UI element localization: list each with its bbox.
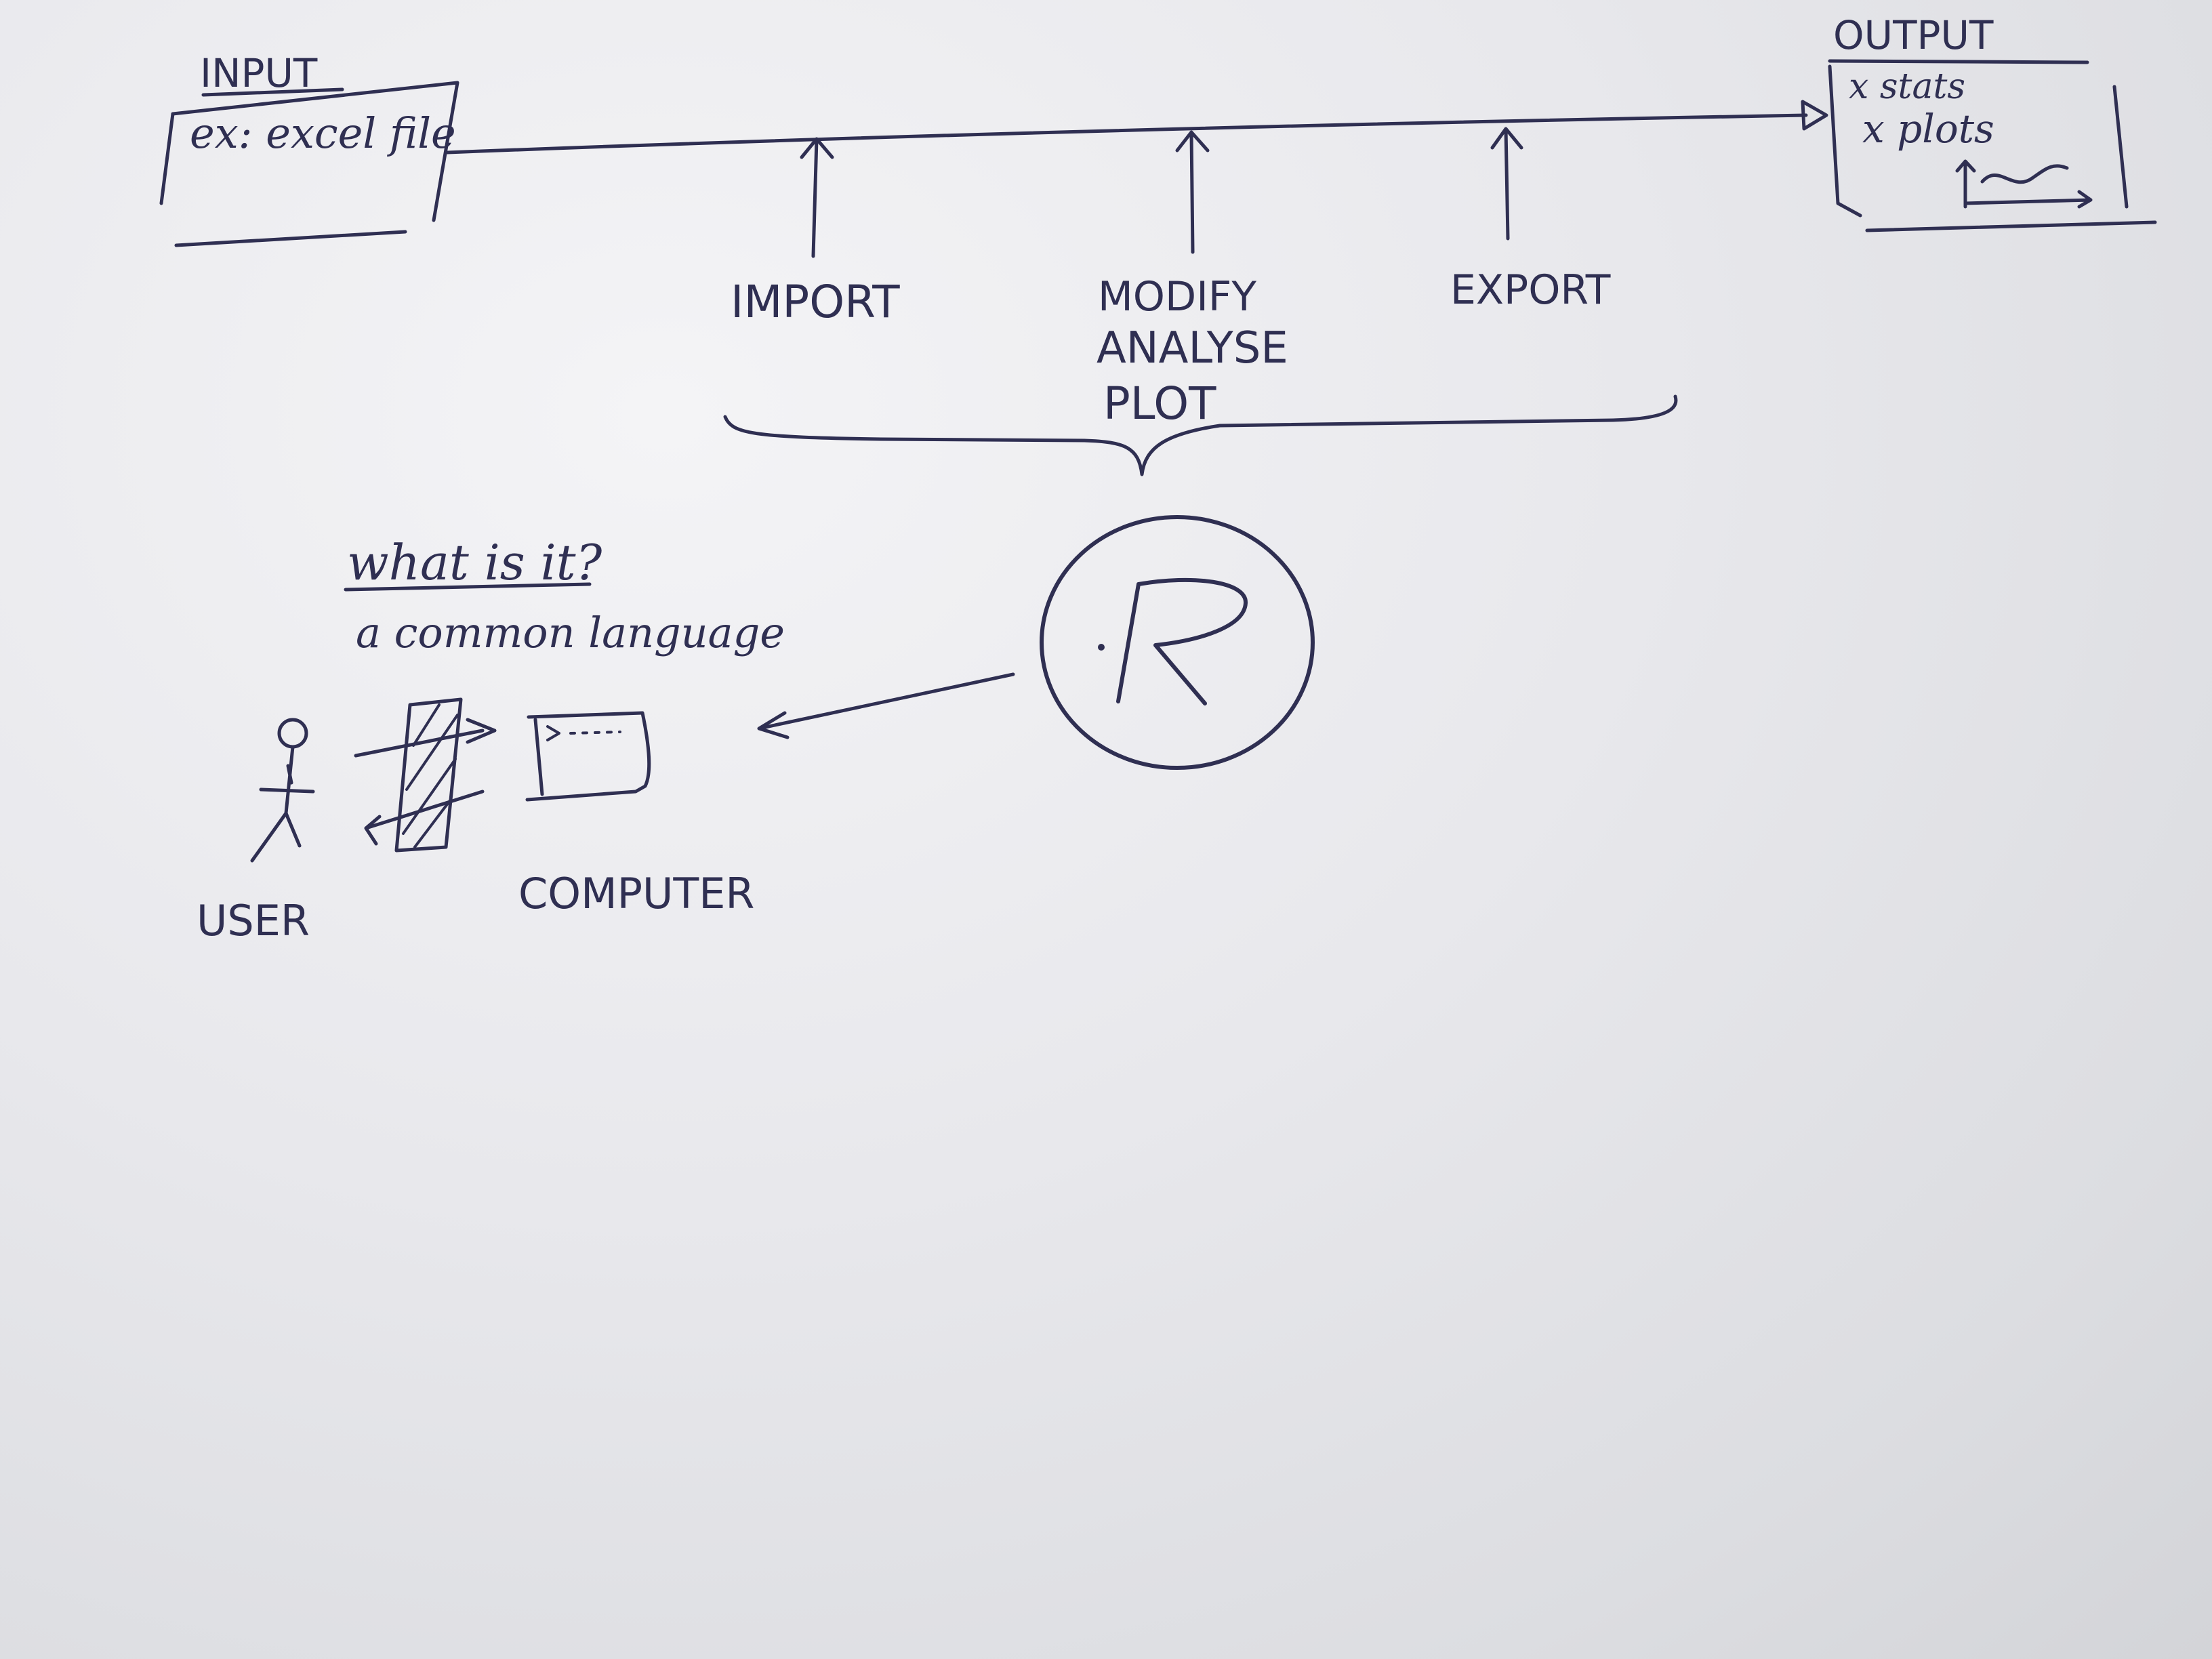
export-arrow bbox=[1490, 127, 1523, 241]
user-body bbox=[250, 745, 315, 863]
pipeline-arrowhead bbox=[1801, 100, 1828, 131]
question-block: what is it? a common language bbox=[344, 534, 785, 657]
mini-plot-curve bbox=[1980, 164, 2069, 184]
terminal-prompt-icon bbox=[546, 725, 560, 741]
input-box-left bbox=[159, 112, 175, 205]
question-answer: a common language bbox=[356, 608, 785, 657]
import-arrow bbox=[800, 137, 834, 258]
input-box-bottom bbox=[174, 230, 407, 247]
output-item-plots: x plots bbox=[1862, 106, 1994, 152]
input-title: INPUT bbox=[200, 50, 318, 96]
terminal-frame bbox=[525, 711, 651, 802]
terminal-prompt-dots bbox=[569, 731, 621, 735]
modify-arrow bbox=[1175, 130, 1210, 254]
input-box-frame bbox=[171, 81, 459, 222]
r-logo-circle bbox=[1040, 515, 1315, 770]
output-box-bottom bbox=[1865, 220, 2157, 232]
r-logo: R bbox=[1040, 515, 1315, 770]
input-title-underline bbox=[201, 87, 344, 97]
user-label: USER bbox=[197, 896, 310, 945]
output-item-stats: x stats bbox=[1849, 66, 1965, 107]
grouping-brace bbox=[723, 394, 1678, 476]
mini-plot-y-axis bbox=[1955, 159, 1976, 209]
question-underline bbox=[344, 582, 592, 592]
step-analyse: ANALYSE bbox=[1097, 323, 1288, 373]
r-to-computer-arrow bbox=[757, 672, 1015, 739]
output-title: OUTPUT bbox=[1833, 12, 1994, 58]
r-logo-dot bbox=[1098, 644, 1105, 651]
input-note: ex: excel file bbox=[190, 108, 456, 158]
interface-hatching bbox=[402, 703, 459, 848]
interface-box bbox=[394, 697, 463, 853]
interface-block bbox=[354, 697, 497, 853]
user-head bbox=[277, 718, 308, 749]
step-export: EXPORT bbox=[1450, 266, 1611, 314]
user-figure: USER bbox=[197, 718, 315, 945]
output-title-underline bbox=[1828, 59, 2089, 64]
pipeline-arrow bbox=[445, 100, 1828, 155]
computer-label: COMPUTER bbox=[518, 869, 754, 918]
step-arrows bbox=[800, 127, 1523, 258]
output-box: OUTPUT x stats x plots bbox=[1828, 12, 2157, 232]
output-box-right bbox=[2112, 85, 2129, 209]
question-heading: what is it? bbox=[347, 534, 602, 591]
pipeline-line bbox=[445, 113, 1808, 155]
computer-terminal: COMPUTER bbox=[518, 711, 754, 918]
user-to-computer-arrow bbox=[354, 718, 497, 758]
step-labels: IMPORT MODIFY ANALYSE PLOT EXPORT bbox=[731, 266, 1611, 430]
computer-to-user-arrow bbox=[364, 790, 485, 846]
step-plot: PLOT bbox=[1103, 377, 1216, 430]
mini-plot-x-axis bbox=[1963, 190, 2093, 209]
r-logo-letter bbox=[1116, 577, 1248, 705]
step-import: IMPORT bbox=[731, 276, 900, 328]
step-modify: MODIFY bbox=[1098, 273, 1256, 321]
output-box-left bbox=[1828, 64, 1862, 218]
input-box: INPUT ex: excel file bbox=[159, 50, 459, 247]
